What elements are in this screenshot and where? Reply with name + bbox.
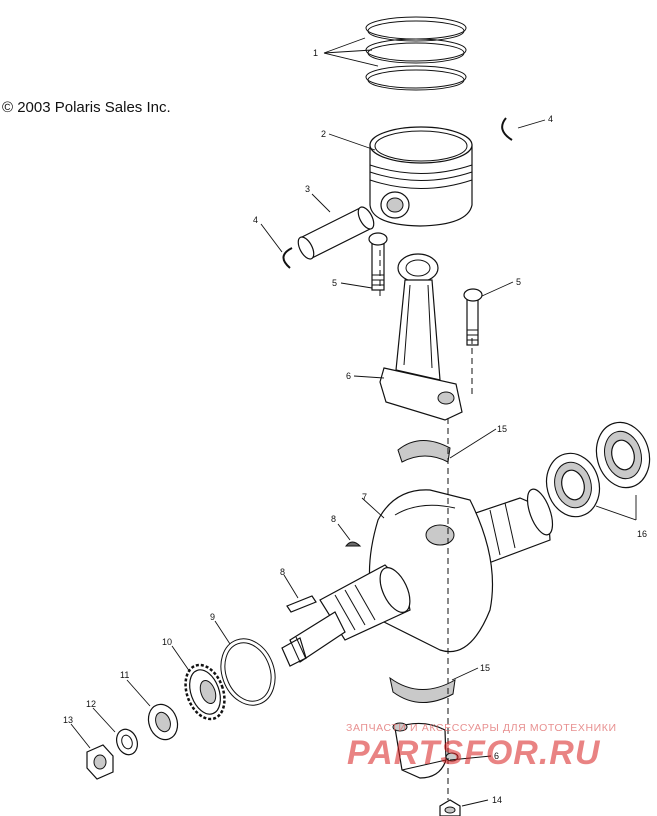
callout-5-left: 5 bbox=[332, 278, 338, 288]
woodruff-key-lower bbox=[286, 595, 317, 613]
bearing-shell-lower bbox=[389, 676, 456, 703]
centerlines bbox=[379, 250, 473, 800]
circlip-left bbox=[282, 247, 293, 269]
callout-4-right: 4 bbox=[548, 114, 554, 124]
callout-6-lower: 6 bbox=[494, 751, 500, 761]
washer bbox=[116, 728, 138, 756]
rod-cap bbox=[392, 722, 459, 779]
circlip-right bbox=[501, 117, 513, 141]
callout-6-upper: 6 bbox=[346, 371, 352, 381]
crankshaft bbox=[281, 488, 554, 667]
piston-pin bbox=[297, 206, 375, 260]
callout-8-upper: 8 bbox=[331, 514, 337, 524]
rod-bolt-left bbox=[368, 232, 388, 291]
callout-12: 12 bbox=[86, 699, 97, 709]
callout-16: 16 bbox=[637, 529, 648, 539]
callout-13: 13 bbox=[63, 715, 74, 725]
callout-9: 9 bbox=[210, 612, 216, 622]
watermark-logo: PARTSFOR.RU bbox=[347, 734, 601, 772]
copyright-text: © 2003 Polaris Sales Inc. bbox=[2, 99, 171, 116]
drive-gear bbox=[184, 663, 226, 721]
callout-7: 7 bbox=[362, 492, 368, 502]
bearing-shell-upper bbox=[397, 440, 451, 463]
leader-lines bbox=[70, 37, 637, 807]
spacer bbox=[147, 703, 179, 741]
callout-5-right: 5 bbox=[516, 277, 522, 287]
rod-bolt-right bbox=[463, 288, 483, 346]
callout-15-upper: 15 bbox=[497, 424, 508, 434]
bearing-16b bbox=[595, 421, 651, 489]
piston-rings bbox=[365, 16, 467, 91]
bearing-16a bbox=[545, 452, 601, 518]
watermark-tagline: ЗАПЧАСТИ И АКСЕССУАРЫ ДЛЯ МОТОТЕХНИКИ bbox=[346, 722, 617, 734]
callout-11: 11 bbox=[120, 670, 130, 680]
callout-14: 14 bbox=[492, 795, 503, 805]
o-ring bbox=[220, 638, 276, 706]
woodruff-key-upper bbox=[344, 541, 362, 547]
crank-nut bbox=[86, 744, 114, 780]
callout-2: 2 bbox=[321, 129, 327, 139]
callout-3: 3 bbox=[305, 184, 311, 194]
callout-10: 10 bbox=[162, 637, 173, 647]
rod-nut bbox=[439, 799, 461, 816]
callout-4-left: 4 bbox=[253, 215, 259, 225]
callout-1: 1 bbox=[313, 48, 319, 58]
callout-15-lower: 15 bbox=[480, 663, 491, 673]
callout-8-lower: 8 bbox=[280, 567, 286, 577]
piston bbox=[369, 126, 473, 227]
connecting-rod bbox=[379, 253, 463, 421]
